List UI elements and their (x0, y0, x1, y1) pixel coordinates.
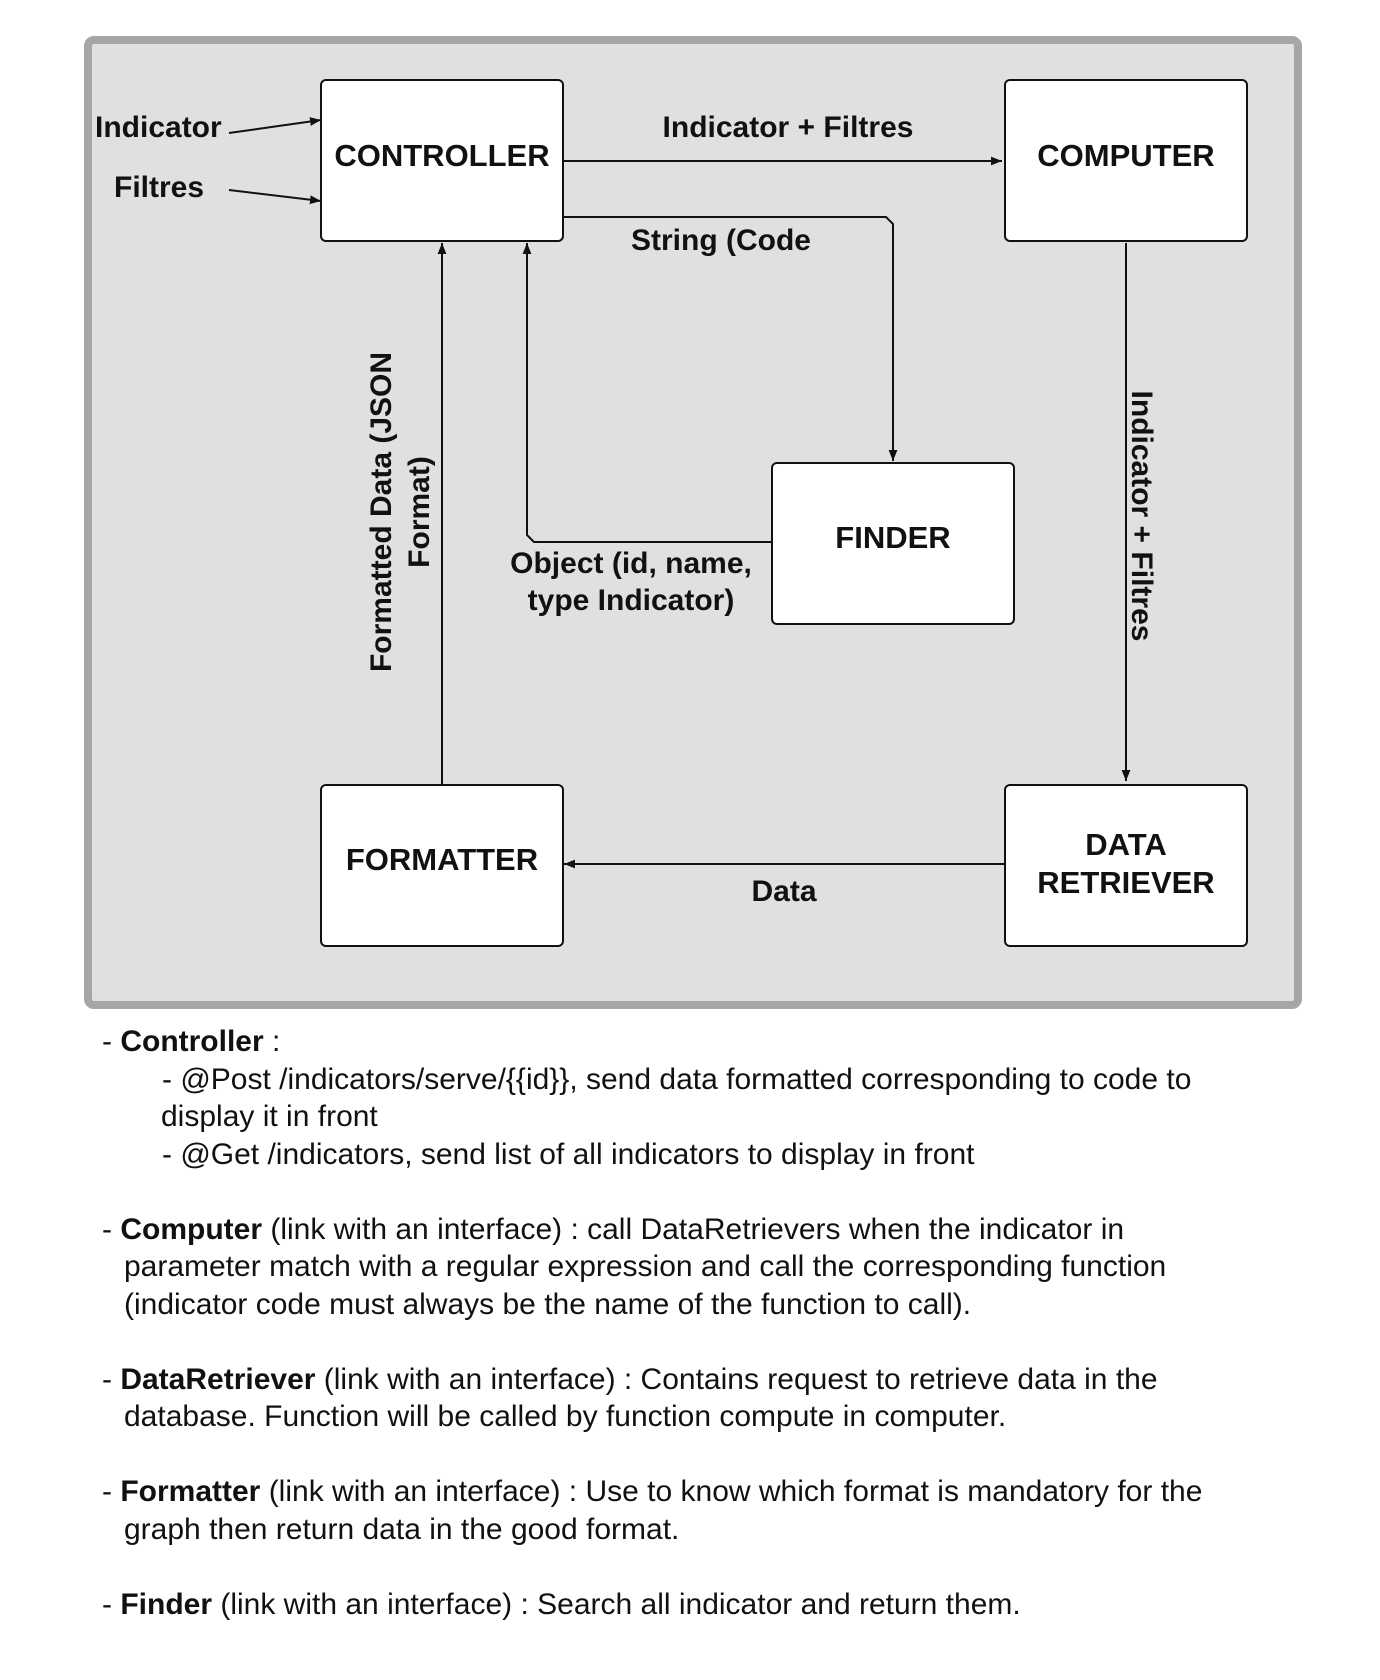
controller-label: CONTROLLER (334, 138, 549, 173)
indicator-input-label: Indicator (95, 111, 222, 144)
note-computer-head: - Computer (link with an interface) : ca… (102, 1212, 1125, 1246)
note-formatter: - Formatter (link with an interface) : U… (102, 1473, 1292, 1548)
architecture-diagram: CONTROLLER COMPUTER FINDER FORMATTER DAT… (84, 36, 1302, 1009)
edge-indicator-input (228, 117, 322, 134)
data-retriever-label-line2: RETRIEVER (1037, 865, 1214, 900)
note-computer-title: Computer (120, 1212, 262, 1246)
diagram-frame (84, 36, 1302, 1009)
note-formatter-head: - Formatter (link with an interface) : U… (102, 1475, 1203, 1508)
edge-filtres-input (228, 189, 322, 205)
note-data-retriever-title: DataRetriever (120, 1362, 316, 1396)
finder-to-controller-label-line2: type Indicator) (528, 584, 735, 617)
note-controller-line: - @Get /indicators, send list of all ind… (162, 1137, 975, 1171)
note-computer: - Computer (link with an interface) : ca… (102, 1211, 1292, 1324)
boxes (320, 79, 1248, 947)
note-finder-head: - Finder (link with an interface) : Sear… (102, 1587, 1021, 1621)
note-data-retriever-line: database. Function will be called by fun… (124, 1400, 1007, 1433)
edges (228, 117, 1131, 869)
note-formatter-title: Formatter (120, 1475, 261, 1508)
data-retriever-box (1004, 784, 1248, 947)
retriever-to-formatter-label: Data (751, 875, 816, 908)
formatter-label: FORMATTER (346, 842, 538, 877)
computer-label: COMPUTER (1037, 138, 1214, 173)
filtres-input-label: Filtres (114, 171, 204, 204)
note-data-retriever: - DataRetriever (link with an interface)… (102, 1361, 1292, 1436)
note-finder: - Finder (link with an interface) : Sear… (102, 1586, 1292, 1624)
note-controller-title: Controller (120, 1025, 264, 1058)
note-controller-line: - @Post /indicators/serve/{{id}}, send d… (162, 1062, 1192, 1096)
controller-to-computer-label: Indicator + Filtres (663, 111, 914, 144)
edge-finder-to-controller (522, 243, 772, 543)
note-computer-line: (indicator code must always be the name … (124, 1287, 972, 1321)
note-formatter-line: graph then return data in the good forma… (124, 1512, 680, 1546)
finder-label: FINDER (835, 520, 950, 555)
computer-to-retriever-label: Indicator + Filtres (1125, 391, 1158, 642)
note-controller: - Controller : - @Post /indicators/serve… (102, 1023, 1292, 1173)
note-finder-title: Finder (120, 1587, 212, 1621)
data-retriever-label-line1: DATA (1085, 827, 1167, 862)
formatter-to-controller-label-line2: Format) (403, 456, 436, 568)
finder-box (771, 462, 1015, 625)
finder-to-controller-label-line1: Object (id, name, (510, 547, 752, 580)
note-controller-line: display it in front (161, 1100, 378, 1133)
controller-to-finder-label: String (Code (631, 224, 811, 257)
note-controller-head: - Controller : (102, 1025, 281, 1058)
formatter-box (320, 784, 564, 947)
controller-box (320, 79, 564, 242)
edge-controller-to-finder (563, 216, 898, 461)
component-notes: - Controller : - @Post /indicators/serve… (102, 1023, 1292, 1661)
note-computer-line: parameter match with a regular expressio… (124, 1250, 1167, 1283)
formatter-to-controller-label-line1: Formatted Data (JSON (365, 352, 398, 672)
computer-box (1004, 79, 1248, 242)
note-data-retriever-head: - DataRetriever (link with an interface)… (102, 1362, 1158, 1396)
